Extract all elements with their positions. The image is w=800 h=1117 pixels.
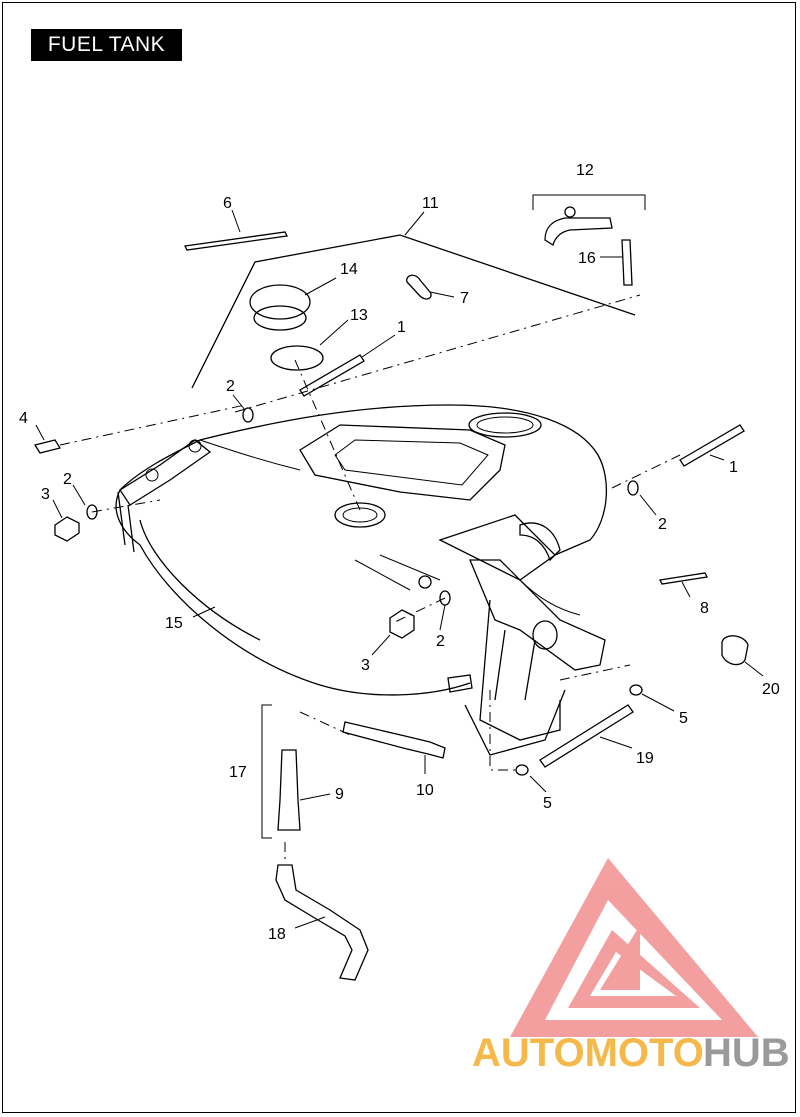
- part-7-clip: [406, 274, 432, 300]
- callout-6: 6: [223, 195, 232, 212]
- callout-14: 14: [340, 261, 358, 278]
- callout-1-upper: 1: [397, 319, 406, 336]
- fuel-pump-module: [438, 514, 606, 756]
- watermark-text-automoto: AUTOMOTO: [472, 1031, 704, 1075]
- part-9-fitting: [277, 749, 301, 831]
- callout-20: 20: [762, 681, 780, 698]
- callout-12: 12: [576, 162, 594, 179]
- callout-1-right: 1: [729, 459, 738, 476]
- part-4-clip-nut: [33, 439, 62, 454]
- callout-17: 17: [229, 764, 247, 781]
- part-11-rod: [191, 234, 636, 389]
- callout-13: 13: [350, 307, 368, 324]
- watermark-text-hub: HUB: [703, 1031, 790, 1075]
- part-1-bolt-upper: [299, 354, 365, 397]
- part-12-vent-hose: [532, 194, 646, 247]
- callout-2-lower: 2: [436, 633, 445, 650]
- part-17-bracket: [261, 704, 272, 839]
- leader-lines: [35, 209, 764, 929]
- part-19-hose: [539, 704, 634, 768]
- part-5-clamp-b: [515, 764, 529, 776]
- callout-8: 8: [700, 600, 709, 617]
- callout-7: 7: [460, 290, 469, 307]
- callout-15: 15: [165, 615, 183, 632]
- part-14-cap: [249, 284, 311, 331]
- part-2-washer-a: [242, 407, 254, 423]
- part-10-fitting: [342, 721, 446, 759]
- callout-3-lower: 3: [361, 657, 370, 674]
- callout-4: 4: [19, 410, 28, 427]
- callout-18: 18: [268, 926, 286, 943]
- part-16-connector: [621, 239, 633, 286]
- part-2-washer-b: [86, 504, 98, 520]
- part-3-nut-a: [54, 516, 80, 542]
- callout-16: 16: [578, 250, 596, 267]
- callout-2-right: 2: [658, 516, 667, 533]
- fuel-tank-body: [115, 404, 608, 696]
- part-2-washer-c: [627, 480, 639, 496]
- callout-11: 11: [422, 195, 439, 212]
- page-title: FUEL TANK: [31, 29, 182, 61]
- part-8-clip: [659, 572, 708, 585]
- part-1-bolt-right: [679, 424, 745, 467]
- callout-5-right: 5: [679, 710, 688, 727]
- callout-19: 19: [636, 750, 654, 767]
- part-18-fuel-line: [275, 864, 369, 981]
- callout-10: 10: [416, 782, 434, 799]
- part-6-cable-tie: [184, 231, 288, 251]
- part-13-gasket: [270, 345, 324, 371]
- watermark-logo: [510, 858, 758, 1037]
- part-5-clamp-a: [629, 684, 643, 696]
- alignment-lines: [59, 294, 681, 862]
- part-3-nut-b: [389, 609, 415, 639]
- part-20-clamp: [721, 635, 749, 666]
- callout-2-left: 2: [63, 471, 72, 488]
- callout-2-upper: 2: [226, 378, 235, 395]
- callout-9: 9: [335, 786, 344, 803]
- callout-5-lower: 5: [543, 795, 552, 812]
- callout-3-left: 3: [41, 486, 50, 503]
